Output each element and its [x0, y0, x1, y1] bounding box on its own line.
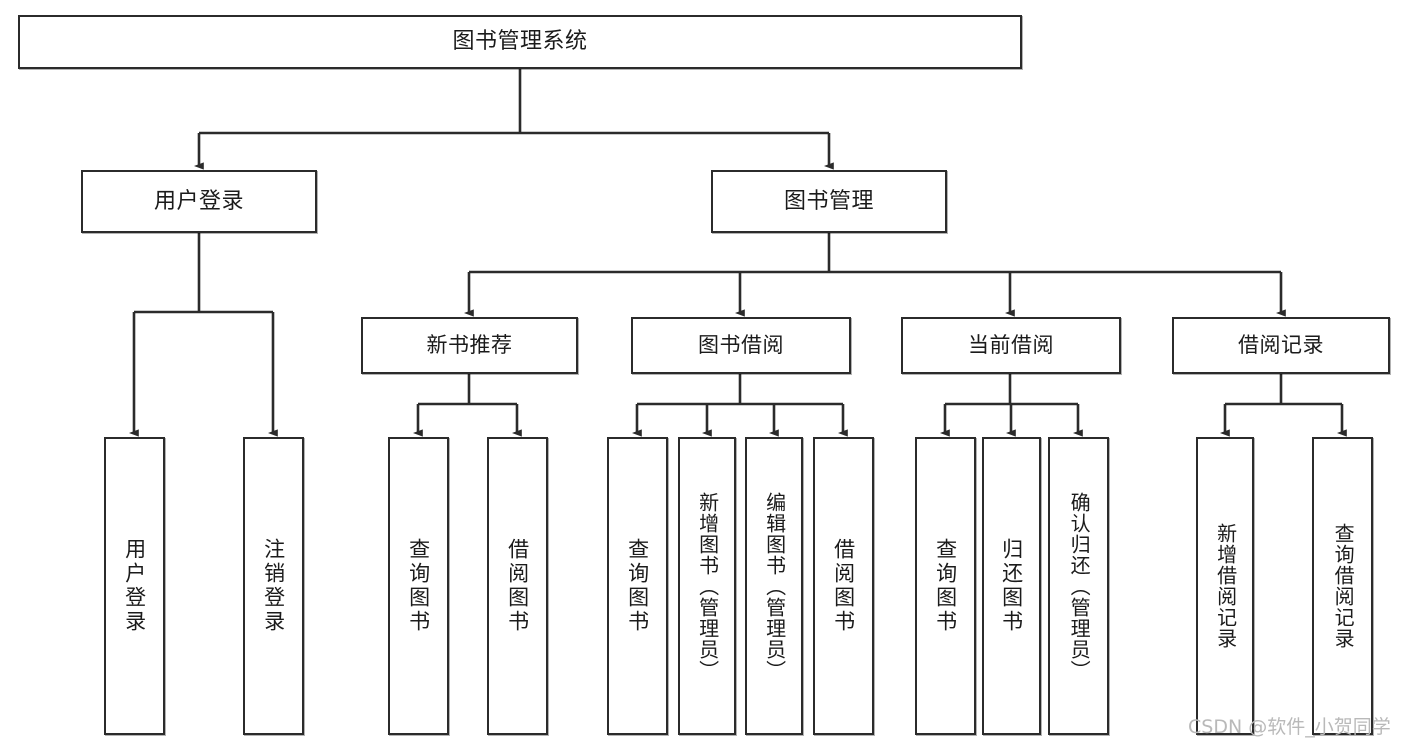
node-label: 归还图书: [999, 538, 1024, 634]
connector-bookborrow-to-leaves: [632, 374, 848, 437]
node-label: 新增借阅记录: [1213, 523, 1238, 649]
node-label: 借阅记录: [1238, 333, 1324, 358]
node-book-management[interactable]: 图书管理: [711, 170, 947, 233]
leaf-query-book-borrow[interactable]: 查询图书: [607, 437, 668, 735]
csdn-watermark: CSDN @软件_小贺同学: [1188, 716, 1391, 738]
leaf-edit-book-admin[interactable]: 编辑图书（管理员）: [745, 437, 803, 735]
node-label: 借阅图书: [505, 538, 530, 634]
leaf-user-login[interactable]: 用户登录: [104, 437, 165, 735]
node-label: 图书借阅: [698, 333, 784, 358]
node-label: 图书管理: [783, 188, 874, 214]
node-label: 当前借阅: [968, 333, 1054, 358]
node-user-login[interactable]: 用户登录: [81, 170, 317, 233]
connector-currentborrow-to-leaves: [940, 374, 1083, 437]
node-current-borrow[interactable]: 当前借阅: [901, 317, 1121, 374]
connector-root-to-level2: [194, 69, 834, 170]
leaf-query-book-current[interactable]: 查询图书: [915, 437, 976, 735]
node-label: 查询借阅记录: [1331, 523, 1356, 649]
node-label: 借阅图书: [831, 538, 856, 634]
leaf-logout-login[interactable]: 注销登录: [243, 437, 304, 735]
node-new-book-recommend[interactable]: 新书推荐: [361, 317, 578, 374]
node-label: 用户登录: [153, 188, 244, 214]
node-label: 用户登录: [122, 538, 147, 634]
node-book-borrow[interactable]: 图书借阅: [631, 317, 851, 374]
leaf-borrow-book-recommend[interactable]: 借阅图书: [487, 437, 548, 735]
connector-userlogin-to-leaves: [129, 233, 278, 437]
node-label: 新增图书（管理员）: [695, 491, 720, 681]
leaf-add-borrow-record[interactable]: 新增借阅记录: [1196, 437, 1254, 735]
leaf-query-borrow-record[interactable]: 查询借阅记录: [1312, 437, 1373, 735]
leaf-add-book-admin[interactable]: 新增图书（管理员）: [678, 437, 736, 735]
connector-newbook-to-leaves: [413, 374, 522, 437]
leaf-confirm-return-admin[interactable]: 确认归还（管理员）: [1048, 437, 1109, 735]
node-label: 查询图书: [933, 538, 958, 634]
node-label: 编辑图书（管理员）: [762, 491, 787, 681]
connector-borrowrecord-to-leaves: [1220, 374, 1347, 437]
leaf-borrow-book-borrow[interactable]: 借阅图书: [813, 437, 874, 735]
node-label: 图书管理系统: [452, 29, 588, 55]
node-root-system[interactable]: 图书管理系统: [18, 15, 1022, 69]
leaf-return-book[interactable]: 归还图书: [982, 437, 1041, 735]
node-label: 确认归还（管理员）: [1067, 491, 1092, 681]
node-label: 查询图书: [406, 538, 431, 634]
node-label: 查询图书: [625, 538, 650, 634]
node-label: 注销登录: [261, 538, 286, 634]
node-label: 新书推荐: [426, 333, 513, 358]
leaf-query-book-recommend[interactable]: 查询图书: [388, 437, 449, 735]
connector-bookmgmt-to-level3: [464, 233, 1286, 317]
node-borrow-record[interactable]: 借阅记录: [1172, 317, 1390, 374]
